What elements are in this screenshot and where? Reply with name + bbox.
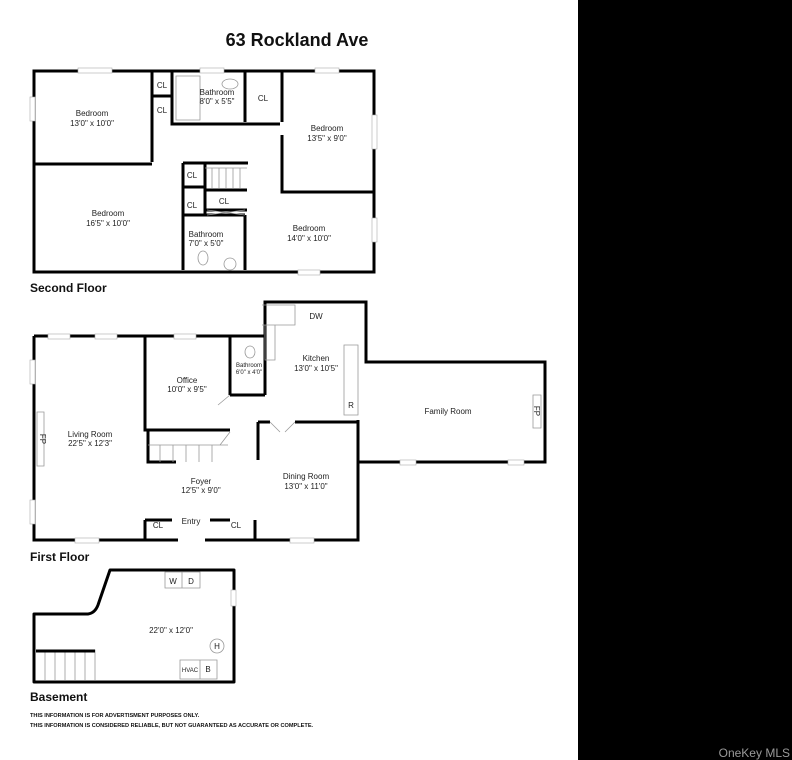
- window: [94, 333, 118, 340]
- room-size: 13'0" x 10'5": [294, 364, 338, 373]
- window: [29, 499, 36, 525]
- refrigerator-label: R: [348, 401, 354, 410]
- closet-label: CL: [187, 201, 198, 210]
- second-floor-label: Second Floor: [30, 281, 107, 295]
- fireplace-label: FP: [38, 434, 47, 444]
- room-size: 8'0" x 5'5": [200, 97, 235, 106]
- window: [371, 217, 378, 243]
- closet-label: CL: [157, 106, 168, 115]
- window: [199, 67, 225, 74]
- entry-label: Entry: [182, 517, 201, 526]
- window: [507, 459, 525, 466]
- heater-label: H: [214, 642, 220, 651]
- room-name: Bathroom: [200, 88, 235, 97]
- room-name: Foyer: [191, 477, 212, 486]
- boiler-label: B: [205, 665, 210, 674]
- disclaimer-line: THIS INFORMATION IS CONSIDERED RELIABLE,…: [30, 723, 314, 729]
- second-floor-plan: Bedroom 13'0" x 10'0" Bathroom 8'0" x 5'…: [29, 67, 378, 295]
- room-name: Family Room: [424, 407, 471, 416]
- window: [29, 96, 36, 122]
- room-size: 16'5" x 10'0": [86, 219, 130, 228]
- room-name: Bathroom: [236, 363, 262, 369]
- dishwasher-label: DW: [309, 312, 323, 321]
- window: [173, 333, 197, 340]
- room-size: 10'0" x 9'5": [167, 385, 207, 394]
- window: [297, 269, 321, 276]
- room-size: 13'5" x 9'0": [307, 134, 347, 143]
- window: [314, 67, 340, 74]
- room-name: Bedroom: [293, 224, 326, 233]
- first-floor-plan: Living Room 22'5" x 12'3" Office 10'0" x…: [29, 300, 547, 564]
- room-size: 12'5" x 9'0": [181, 486, 221, 495]
- window: [371, 114, 378, 150]
- room-size: 13'0" x 10'0": [70, 119, 114, 128]
- washer-label: W: [169, 577, 177, 586]
- floor-plan-sheet: 63 Rockland Ave Bedroom 13'0" x 10'0" Ba…: [0, 0, 578, 760]
- room-name: Dining Room: [283, 472, 330, 481]
- basement-plan: W D 22'0" x 12'0" H HVAC B Basement: [30, 568, 237, 704]
- window: [230, 589, 237, 607]
- room-name: Bedroom: [92, 209, 125, 218]
- fireplace-label: FP: [532, 406, 541, 416]
- mls-watermark: OneKey MLS: [718, 746, 790, 760]
- room-name: Bedroom: [76, 109, 109, 118]
- window: [74, 537, 100, 544]
- room-name: Kitchen: [303, 354, 330, 363]
- basement-label: Basement: [30, 690, 87, 704]
- room-name: Bathroom: [189, 230, 224, 239]
- hvac-label: HVAC: [182, 668, 199, 674]
- window: [77, 67, 113, 74]
- room-size: 14'0" x 10'0": [287, 234, 331, 243]
- room-name: Office: [177, 376, 198, 385]
- closet-label: CL: [231, 521, 242, 530]
- dryer-label: D: [188, 577, 194, 586]
- closet-label: CL: [219, 197, 230, 206]
- window: [289, 537, 315, 544]
- closet-label: CL: [187, 171, 198, 180]
- room-size: 7'0" x 5'0": [189, 239, 224, 248]
- room-size: 13'0" x 11'0": [284, 482, 327, 491]
- closet-label: CL: [153, 521, 164, 530]
- closet-label: CL: [157, 81, 168, 90]
- plan-title: 63 Rockland Ave: [226, 30, 369, 50]
- floor-plan-drawing: 63 Rockland Ave Bedroom 13'0" x 10'0" Ba…: [29, 30, 547, 729]
- room-size: 22'0" x 12'0": [149, 626, 193, 635]
- room-size: 6'0" x 4'0": [236, 370, 262, 376]
- disclaimer-line: THIS INFORMATION IS FOR ADVERTISMENT PUR…: [30, 713, 200, 719]
- room-name: Bedroom: [311, 124, 344, 133]
- window: [47, 333, 71, 340]
- closet-label: CL: [258, 94, 269, 103]
- room-name: Living Room: [68, 430, 113, 439]
- first-floor-label: First Floor: [30, 550, 90, 564]
- room-size: 22'5" x 12'3": [68, 439, 112, 448]
- window: [399, 459, 417, 466]
- window: [29, 359, 36, 385]
